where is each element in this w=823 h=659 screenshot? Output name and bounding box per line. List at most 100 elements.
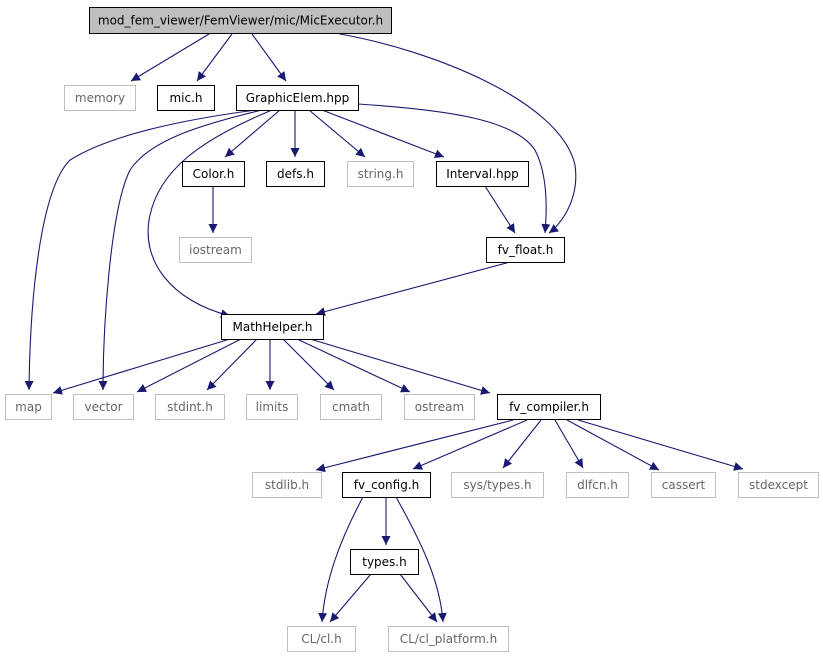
node-label-cassert: cassert (662, 478, 706, 492)
node-fv_config[interactable]: fv_config.h (342, 472, 431, 498)
node-box-cassert (651, 472, 716, 498)
edge-graphicelem-to-string (308, 109, 366, 158)
node-box-limits (246, 394, 298, 420)
node-label-ostream: ostream (415, 400, 464, 414)
node-label-defs: defs.h (277, 167, 314, 181)
node-vector: vector (73, 394, 134, 420)
node-fv_float[interactable]: fv_float.h (486, 237, 565, 263)
node-systypes: sys/types.h (451, 472, 544, 498)
edge-fv_compiler-to-fv_config (412, 419, 528, 470)
node-box-stdint (155, 394, 225, 420)
node-defs[interactable]: defs.h (266, 161, 325, 187)
node-box-mic_h (157, 85, 215, 111)
node-root[interactable]: mod_fem_viewer/FemViewer/mic/MicExecutor… (89, 7, 392, 34)
node-label-memory: memory (75, 91, 125, 105)
node-label-fv_compiler: fv_compiler.h (509, 400, 589, 414)
node-limits: limits (246, 394, 298, 420)
node-cmath: cmath (320, 394, 382, 420)
node-label-root: mod_fem_viewer/FemViewer/mic/MicExecutor… (98, 14, 383, 28)
edge-mathhelper-to-cmath (282, 338, 335, 391)
node-box-stdlib (252, 472, 322, 498)
node-box-mathhelper (221, 314, 324, 340)
node-label-mic_h: mic.h (169, 91, 202, 105)
edge-mathhelper-to-vector (136, 338, 242, 393)
node-clcl: CL/cl.h (287, 626, 356, 652)
node-label-dlfcn: dlfcn.h (577, 478, 618, 492)
edge-fv_compiler-to-systypes (502, 419, 542, 469)
edge-fv_config-to-clplatform (395, 496, 447, 623)
node-label-stdexcept: stdexcept (749, 478, 808, 492)
node-clplatform: CL/cl_platform.h (388, 626, 509, 652)
node-box-fv_compiler (497, 394, 601, 420)
node-label-clplatform: CL/cl_platform.h (400, 632, 497, 646)
node-box-root (89, 7, 392, 34)
edge-fv_compiler-to-stdexcept (577, 419, 744, 471)
node-stdexcept: stdexcept (738, 472, 819, 498)
node-box-vector (73, 394, 134, 420)
node-dlfcn: dlfcn.h (566, 472, 629, 498)
edge-fv_compiler-to-cassert (566, 419, 660, 471)
node-label-interval: Interval.hpp (446, 167, 519, 181)
node-box-interval (436, 161, 529, 187)
node-box-memory (64, 85, 136, 111)
node-color[interactable]: Color.h (182, 161, 245, 187)
node-ostream: ostream (404, 394, 475, 420)
node-label-mathhelper: MathHelper.h (232, 320, 312, 334)
node-mic_h[interactable]: mic.h (157, 85, 215, 111)
node-label-iostream: iostream (189, 243, 242, 257)
node-label-fv_config: fv_config.h (354, 478, 419, 492)
edge-root-to-memory (130, 33, 210, 82)
edge-graphicelem-to-color (224, 109, 281, 158)
node-memory: memory (64, 85, 136, 111)
node-box-stdexcept (738, 472, 819, 498)
edge-fv_compiler-to-dlfcn (554, 419, 584, 469)
node-cassert: cassert (651, 472, 716, 498)
edge-graphicelem-to-map (24, 109, 257, 391)
edge-root-to-fv_float (339, 33, 577, 234)
node-map: map (5, 394, 52, 420)
edges-layer (24, 33, 744, 623)
node-label-fv_float: fv_float.h (498, 243, 554, 257)
edge-interval-to-fv_float (484, 185, 516, 234)
edge-graphicelem-to-mathhelper (147, 109, 273, 319)
node-interval[interactable]: Interval.hpp (436, 161, 529, 187)
node-box-dlfcn (566, 472, 629, 498)
edge-fv_config-to-clcl (318, 496, 364, 623)
node-box-clplatform (388, 626, 509, 652)
nodes-layer: mod_fem_viewer/FemViewer/mic/MicExecutor… (5, 7, 819, 652)
node-stdlib: stdlib.h (252, 472, 322, 498)
node-box-color (182, 161, 245, 187)
node-mathhelper[interactable]: MathHelper.h (221, 314, 324, 340)
node-box-graphicelem (236, 85, 359, 111)
edge-fv_float-to-mathhelper (315, 261, 511, 317)
node-box-clcl (287, 626, 356, 652)
edge-mathhelper-to-stdint (206, 338, 258, 391)
node-label-cmath: cmath (332, 400, 370, 414)
node-box-cmath (320, 394, 382, 420)
node-label-color: Color.h (193, 167, 235, 181)
node-fv_compiler[interactable]: fv_compiler.h (497, 394, 601, 420)
node-label-stdint: stdint.h (167, 400, 213, 414)
node-box-iostream (179, 237, 252, 263)
node-box-ostream (404, 394, 475, 420)
node-label-systypes: sys/types.h (463, 478, 531, 492)
edge-types-to-clplatform (399, 573, 438, 623)
edge-types-to-clcl (329, 573, 372, 623)
node-box-fv_config (342, 472, 431, 498)
edge-graphicelem-to-interval (321, 109, 445, 158)
node-label-stdlib: stdlib.h (265, 478, 309, 492)
node-box-defs (266, 161, 325, 187)
node-stdint: stdint.h (155, 394, 225, 420)
node-label-map: map (15, 400, 42, 414)
node-types[interactable]: types.h (350, 549, 419, 575)
node-label-limits: limits (256, 400, 289, 414)
node-iostream: iostream (179, 237, 252, 263)
node-graphicelem[interactable]: GraphicElem.hpp (236, 85, 359, 111)
edge-fv_compiler-to-stdlib (315, 419, 514, 473)
node-box-types (350, 549, 419, 575)
node-label-clcl: CL/cl.h (301, 632, 341, 646)
edge-root-to-graphicelem (251, 33, 287, 82)
node-label-types: types.h (362, 555, 406, 569)
node-box-map (5, 394, 52, 420)
